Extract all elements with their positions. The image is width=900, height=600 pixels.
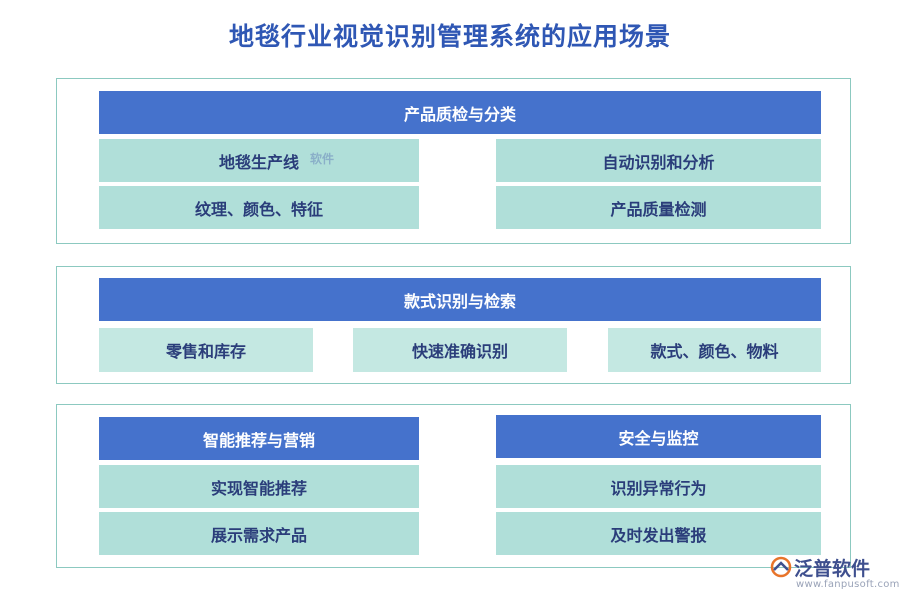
section-header-smart-marketing: 智能推荐与营销 (99, 417, 419, 460)
section-header-security-monitoring: 安全与监控 (496, 415, 821, 458)
watermark: 软件 (310, 152, 335, 166)
brand-logo: 泛普软件 www.fanpusoft.com (770, 554, 899, 594)
fanpu-logo-icon (770, 556, 792, 578)
cell-show-demand-products: 展示需求产品 (99, 512, 419, 555)
cell-fast-accurate-identify: 快速准确识别 (353, 328, 567, 372)
cell-smart-recommend: 实现智能推荐 (99, 465, 419, 508)
cell-identify-abnormal-behavior: 识别异常行为 (496, 465, 821, 508)
page-title: 地毯行业视觉识别管理系统的应用场景 (228, 22, 671, 51)
section-style-recognition: 款式识别与检索 零售和库存 快速准确识别 款式、颜色、物料 (56, 266, 851, 384)
cell-product-quality-check: 产品质量检测 (496, 186, 821, 229)
section-header-quality-inspection: 产品质检与分类 (99, 91, 821, 134)
cell-style-color-material: 款式、颜色、物料 (608, 328, 821, 372)
cell-auto-identify-analyze: 自动识别和分析 (496, 139, 821, 182)
cell-carpet-production-line: 地毯生产线 (99, 139, 419, 182)
section-quality-inspection: 产品质检与分类 地毯生产线 纹理、颜色、特征 自动识别和分析 产品质量检测 (56, 78, 851, 244)
section-recommend-security: 智能推荐与营销 实现智能推荐 展示需求产品 安全与监控 识别异常行为 及时发出警… (56, 404, 851, 568)
cell-issue-alarm: 及时发出警报 (496, 512, 821, 555)
cell-texture-color-feature: 纹理、颜色、特征 (99, 186, 419, 229)
cell-retail-inventory: 零售和库存 (99, 328, 313, 372)
logo-brand-name: 泛普软件 (794, 558, 871, 580)
section-header-style-recognition: 款式识别与检索 (99, 278, 821, 321)
logo-url: www.fanpusoft.com (796, 579, 900, 590)
